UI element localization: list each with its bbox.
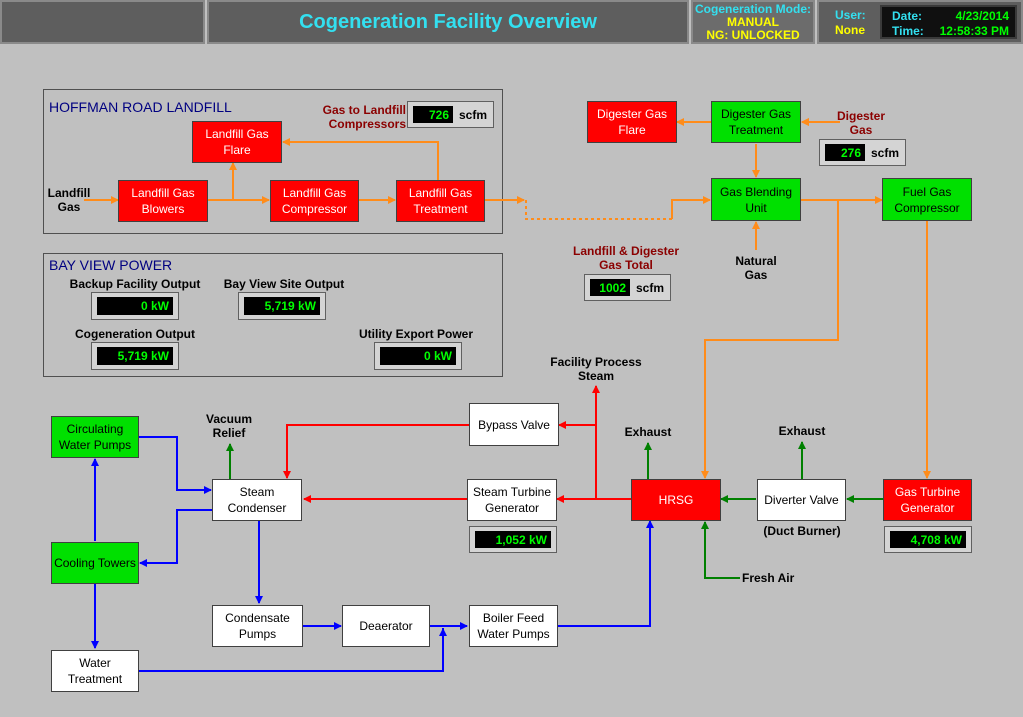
landfill-gas-compressor[interactable]: Landfill Gas Compressor xyxy=(270,180,359,222)
gas-lines xyxy=(84,118,931,479)
date-value: 4/23/2014 xyxy=(955,9,1009,23)
cogen-mode-label: Cogeneration Mode: xyxy=(695,2,811,16)
digester-gas-label: Digester Gas xyxy=(836,109,886,137)
steam-turbine-generator[interactable]: Steam Turbine Generator xyxy=(467,479,557,521)
natural-gas-label: Natural Gas xyxy=(735,254,777,282)
site-output-label: Bay View Site Output xyxy=(223,277,345,291)
cogen-output-readout: 5,719 kW xyxy=(91,342,179,370)
gas-total-label: Landfill & Digester Gas Total xyxy=(572,244,679,272)
time-label: Time: xyxy=(892,24,924,38)
export-power-value: 0 kW xyxy=(380,347,456,365)
deaerator[interactable]: Deaerator xyxy=(342,605,430,647)
landfill-gas-treatment[interactable]: Landfill Gas Treatment xyxy=(396,180,485,222)
gas-total-value: 1002 xyxy=(590,279,630,296)
gas-turbine-value: 4,708 kW xyxy=(890,531,966,548)
digester-gas-treatment[interactable]: Digester Gas Treatment xyxy=(711,101,801,143)
gas-blending-unit[interactable]: Gas Blending Unit xyxy=(711,178,801,221)
landfill-panel: HOFFMAN ROAD LANDFILL xyxy=(43,89,503,234)
exhaust-diverter-label: Exhaust xyxy=(778,424,826,438)
bayview-panel: BAY VIEW POWER xyxy=(43,253,503,377)
air-lines xyxy=(226,441,883,579)
landfill-panel-title: HOFFMAN ROAD LANDFILL xyxy=(49,99,232,115)
datetime-display: Date: 4/23/2014 Time: 12:58:33 PM xyxy=(880,5,1017,39)
compressor-gas-readout: 726 scfm xyxy=(407,101,494,128)
digester-gas-readout: 276 scfm xyxy=(819,139,906,166)
gas-turbine-generator[interactable]: Gas Turbine Generator xyxy=(883,479,972,521)
date-label: Date: xyxy=(892,9,923,23)
site-output-value: 5,719 kW xyxy=(244,297,320,315)
cogen-mode-panel[interactable]: Cogeneration Mode: MANUAL NG: UNLOCKED xyxy=(691,0,815,44)
duct-burner-label: (Duct Burner) xyxy=(763,524,841,538)
boiler-feed-water-pumps[interactable]: Boiler Feed Water Pumps xyxy=(469,605,558,647)
site-output-readout: 5,719 kW xyxy=(238,292,326,320)
user-value: None xyxy=(835,23,865,37)
backup-output-label: Backup Facility Output xyxy=(69,277,201,291)
steam-turbine-value: 1,052 kW xyxy=(475,531,551,548)
digester-gas-value: 276 xyxy=(825,144,865,161)
backup-output-readout: 0 kW xyxy=(91,292,179,320)
hrsg[interactable]: HRSG xyxy=(631,479,721,521)
landfill-gas-blowers[interactable]: Landfill Gas Blowers xyxy=(118,180,208,222)
digester-gas-flare[interactable]: Digester Gas Flare xyxy=(587,101,677,143)
export-power-label: Utility Export Power xyxy=(358,327,474,341)
process-steam-label: Facility Process Steam xyxy=(550,355,642,383)
fresh-air-label: Fresh Air xyxy=(742,571,795,585)
ng-status: NG: UNLOCKED xyxy=(706,28,800,42)
circulating-water-pumps[interactable]: Circulating Water Pumps xyxy=(51,416,139,458)
user-datetime-panel: User: None Date: 4/23/2014 Time: 12:58:3… xyxy=(817,0,1023,44)
page-title: Cogeneration Facility Overview xyxy=(207,0,689,44)
gas-total-readout: 1002 scfm xyxy=(584,274,671,301)
landfill-gas-inlet-label: Landfill Gas xyxy=(47,186,91,214)
gas-total-unit: scfm xyxy=(636,280,665,295)
landfill-gas-flare[interactable]: Landfill Gas Flare xyxy=(192,121,282,163)
compressor-gas-value: 726 xyxy=(413,106,453,123)
water-treatment[interactable]: Water Treatment xyxy=(51,650,139,692)
condensate-pumps[interactable]: Condensate Pumps xyxy=(212,605,303,647)
backup-output-value: 0 kW xyxy=(97,297,173,315)
steam-turbine-readout: 1,052 kW xyxy=(469,526,557,553)
logo-panel xyxy=(0,0,205,44)
time-value: 12:58:33 PM xyxy=(939,24,1009,38)
compressor-gas-label: Gas to Landfill Compressors xyxy=(322,103,406,131)
digester-gas-unit: scfm xyxy=(871,145,900,160)
steam-condenser[interactable]: Steam Condenser xyxy=(212,479,302,521)
cogen-output-value: 5,719 kW xyxy=(97,347,173,365)
fuel-gas-compressor[interactable]: Fuel Gas Compressor xyxy=(882,178,972,221)
page-title-text: Cogeneration Facility Overview xyxy=(299,10,597,33)
bayview-panel-title: BAY VIEW POWER xyxy=(49,257,173,273)
exhaust-hrsg-label: Exhaust xyxy=(624,425,672,439)
cooling-towers[interactable]: Cooling Towers xyxy=(51,542,139,584)
water-lines xyxy=(91,436,654,672)
diverter-valve[interactable]: Diverter Valve xyxy=(757,479,846,521)
compressor-gas-unit: scfm xyxy=(459,107,488,122)
bypass-valve[interactable]: Bypass Valve xyxy=(469,403,559,446)
steam-lines xyxy=(283,385,631,503)
cogen-mode-value: MANUAL xyxy=(727,15,779,29)
user-label: User: xyxy=(835,8,866,22)
export-power-readout: 0 kW xyxy=(374,342,462,370)
gas-turbine-readout: 4,708 kW xyxy=(884,526,972,553)
cogen-output-label: Cogeneration Output xyxy=(75,327,195,341)
vacuum-relief-label: Vacuum Relief xyxy=(205,412,253,440)
